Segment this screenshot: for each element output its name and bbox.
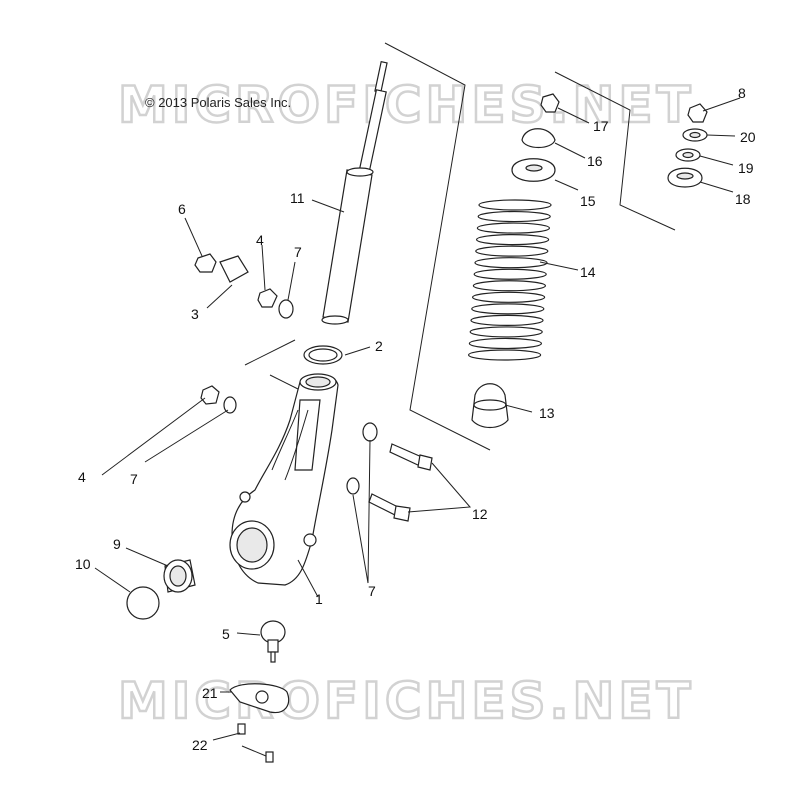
nut-right [687,103,708,123]
callout-1: 1 [315,591,323,607]
nut-upper-left [194,253,217,273]
wheel-bearing [163,559,196,593]
washer-right-1 [362,422,378,442]
spring-coil [472,280,546,292]
washer-mid [223,396,237,414]
callout-16: 16 [587,153,603,169]
bolts [368,443,433,522]
callout-18: 18 [735,191,751,207]
spring-coil [475,245,549,257]
nut-mid [200,385,220,405]
spring-coil [470,314,544,326]
callout-labels: 1 2 3 4 4 5 6 7 7 7 8 9 10 11 12 13 14 1… [75,85,756,753]
spring-coil [474,257,548,269]
callout-10: 10 [75,556,91,572]
upper-cup [521,128,556,149]
washer-right-2 [346,477,360,495]
callout-7-upper: 7 [294,244,302,260]
callout-7-mid: 7 [130,471,138,487]
spindle-knuckle [229,373,339,586]
callout-7-lower: 7 [368,583,376,599]
shock-absorber [321,60,388,325]
watermark-bottom: MICROFICHES.NET [118,672,695,730]
snap-ring [126,586,160,620]
callout-19: 19 [738,160,754,176]
spring-coil [472,291,546,303]
callout-8: 8 [738,85,746,101]
spring-coil [475,234,550,246]
callout-6: 6 [178,201,186,217]
spring-coil [468,337,542,350]
spring-coil [478,199,552,211]
bump-stop [471,383,509,429]
coil-spring [468,199,552,361]
callout-15: 15 [580,193,596,209]
copyright-notice: © 2013 Polaris Sales Inc. [145,95,291,110]
callout-11: 11 [290,190,305,206]
callout-2: 2 [375,338,383,354]
callout-20: 20 [740,129,756,145]
callout-17: 17 [593,118,609,134]
watermark-top: MICROFICHES.NET [118,76,695,134]
callout-12: 12 [472,506,488,522]
callout-3: 3 [191,306,199,322]
callout-4-lower: 4 [78,469,86,485]
spring-coil [473,268,547,280]
nut-upper [257,288,278,308]
spring-coil [477,210,551,223]
ball-joint [260,620,286,663]
bracket-clip [219,255,249,283]
callout-5: 5 [222,626,230,642]
callout-4-upper: 4 [256,232,264,248]
spring-coil [476,222,551,234]
spring-coil [468,349,542,361]
nut-top [540,93,560,113]
callout-22: 22 [192,737,208,753]
spring-coil [471,303,545,315]
callout-9: 9 [113,536,121,552]
leader-lines [94,97,741,757]
screws [237,723,274,763]
callout-13: 13 [539,405,555,421]
callout-14: 14 [580,264,596,280]
spring-coil [469,326,543,338]
callout-21: 21 [202,685,218,701]
assembly-bracket-lines [244,42,676,451]
washer-upper [278,299,294,319]
